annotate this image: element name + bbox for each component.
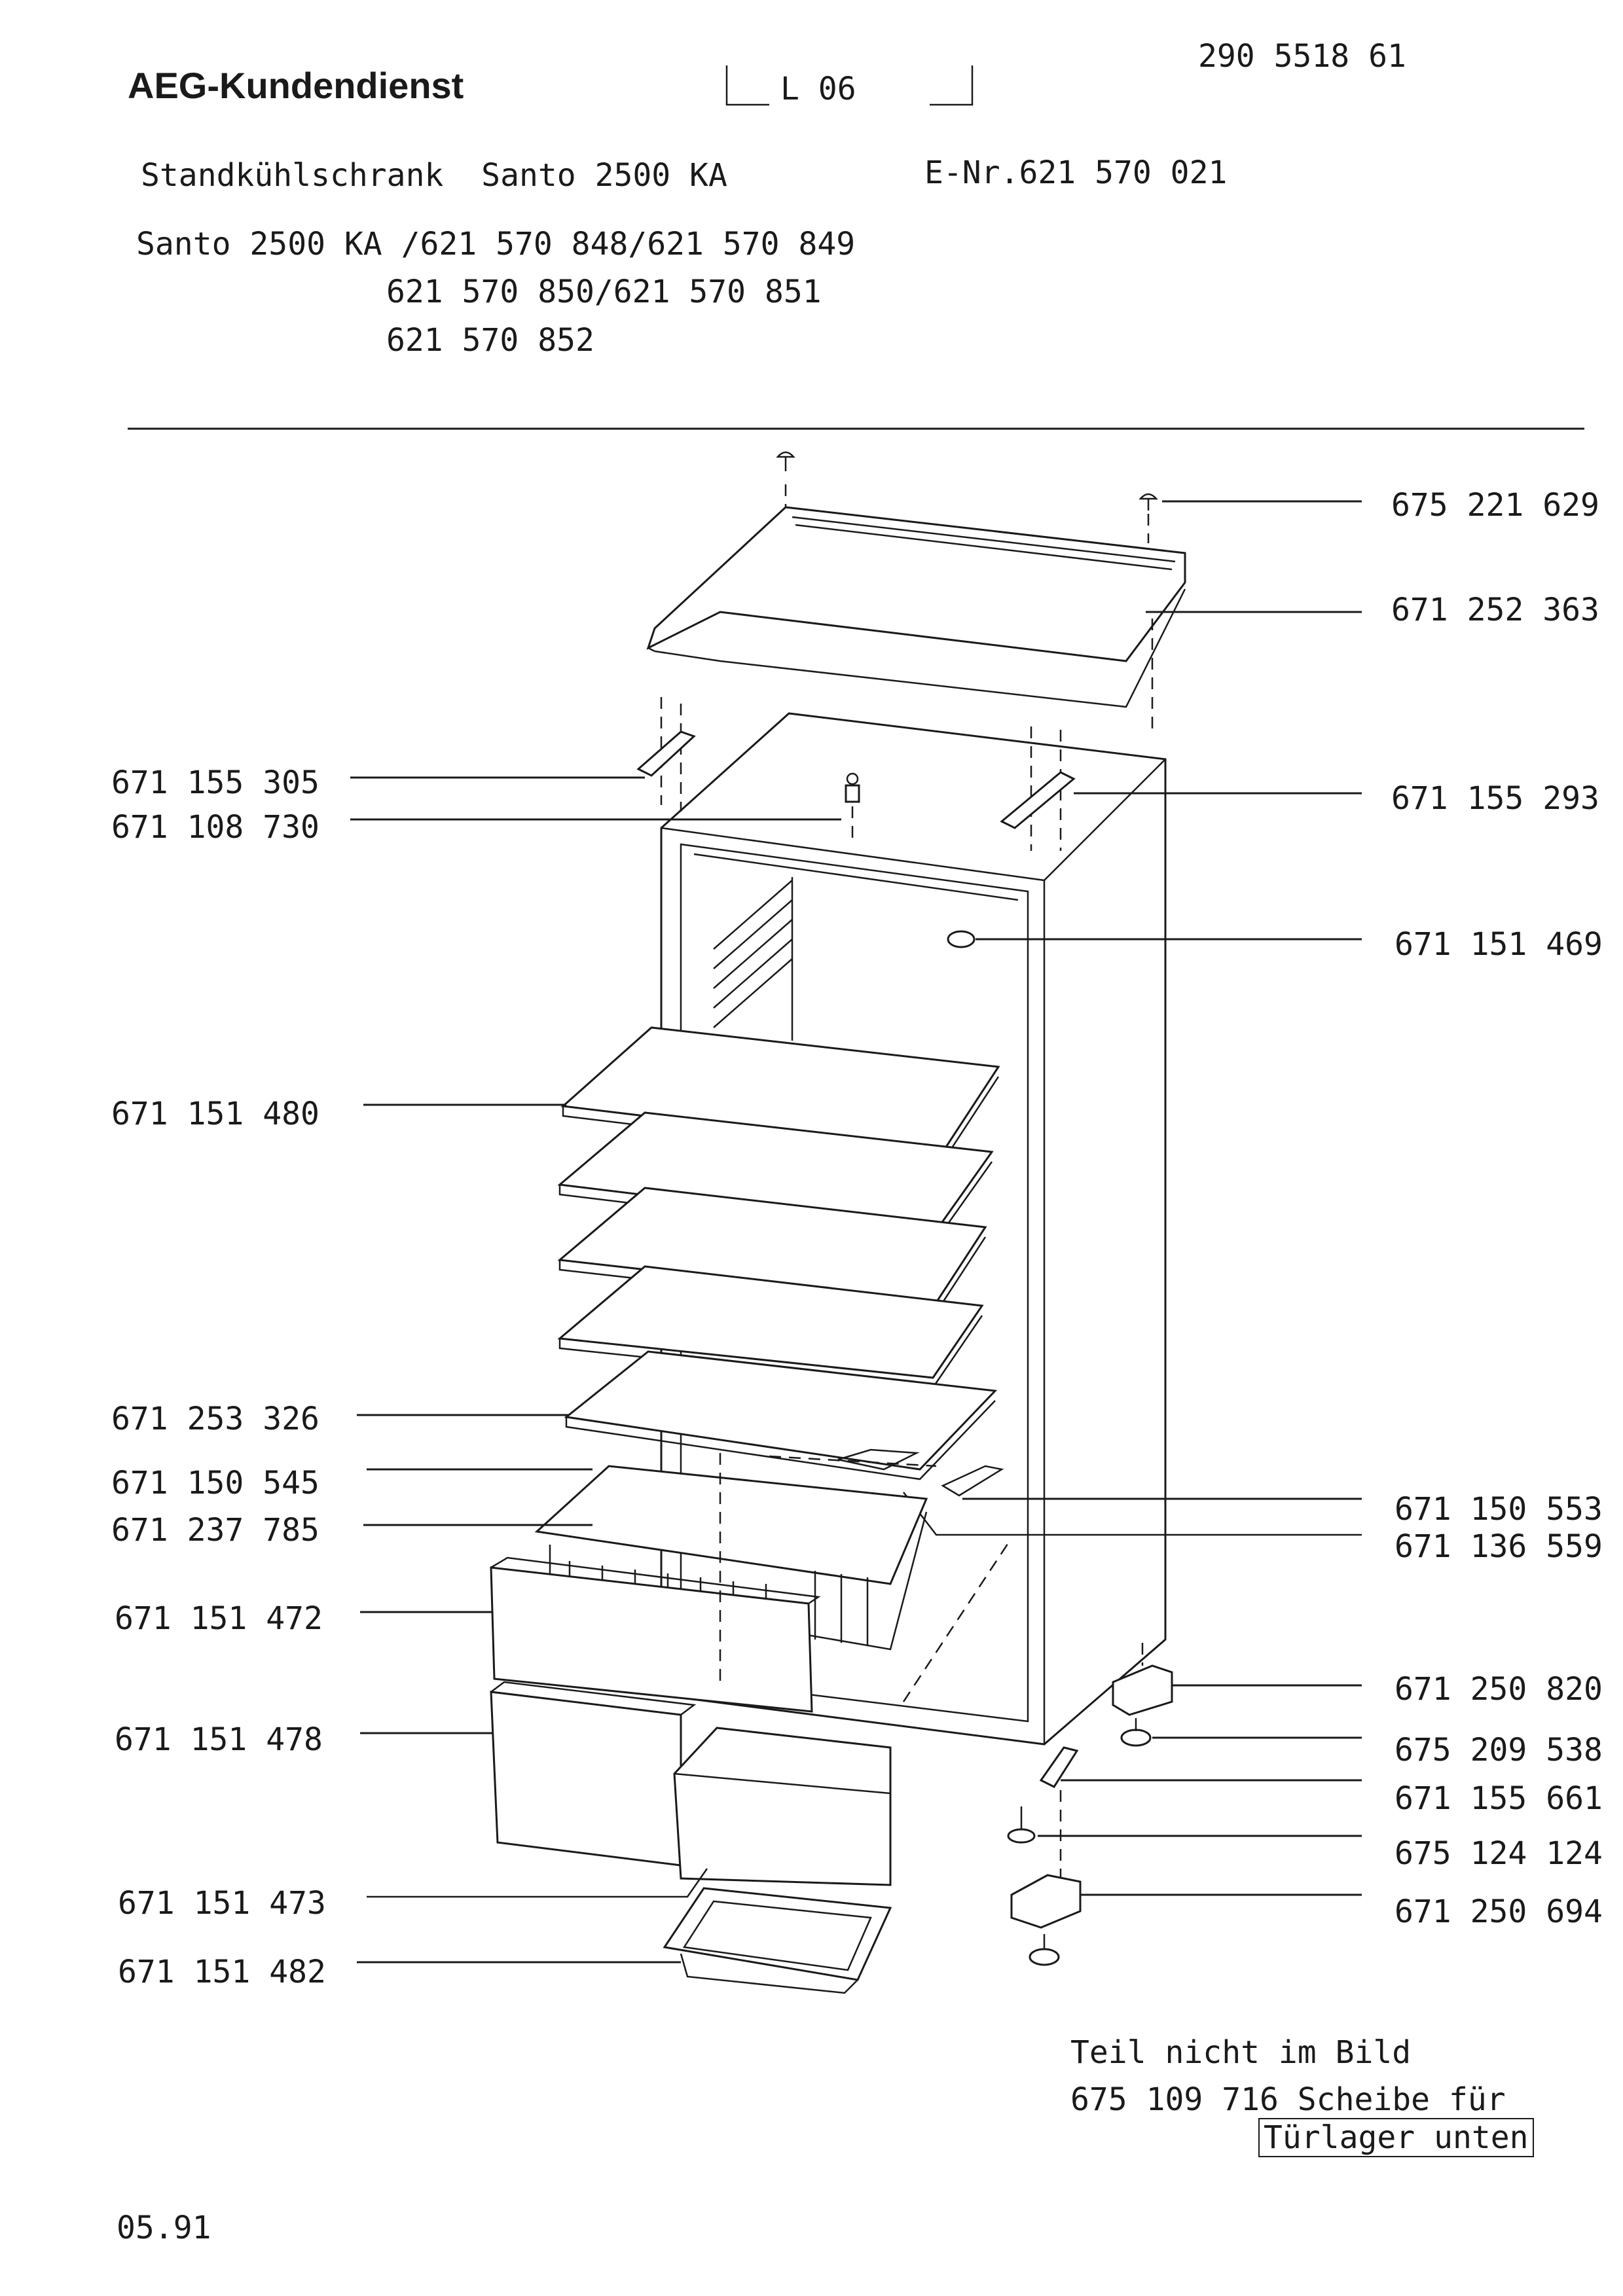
top-cover xyxy=(646,506,1186,708)
shelf-support xyxy=(837,1448,920,1471)
part-number-left: 671 237 785 xyxy=(111,1512,319,1549)
footer-date: 05.91 xyxy=(117,2210,211,2246)
part-number-left: 671 151 482 xyxy=(118,1954,326,1990)
note-line-1: 675 109 716 Scheibe für xyxy=(1070,2081,1506,2118)
adjustable-foot xyxy=(1029,1934,1060,1966)
brand-title: AEG-Kundendienst xyxy=(128,65,464,106)
door-stop-pin xyxy=(845,772,860,803)
part-number-left: 671 108 730 xyxy=(111,809,319,846)
hinge-plate xyxy=(636,730,696,777)
part-number-right: 675 124 124 xyxy=(1395,1835,1603,1872)
thermostat-knob xyxy=(947,930,976,948)
adjustable-foot xyxy=(1120,1718,1152,1747)
hinge-pin xyxy=(1007,1806,1036,1844)
part-number-left: 671 151 478 xyxy=(115,1721,323,1758)
part-number-right: 671 136 559 xyxy=(1395,1528,1603,1565)
product-line: Standkühlschrank Santo 2500 KA xyxy=(141,157,727,194)
part-number-right: 671 155 661 xyxy=(1395,1780,1603,1817)
part-number-right: 671 151 469 xyxy=(1395,926,1603,963)
note-heading: Teil nicht im Bild xyxy=(1070,2034,1412,2071)
hinge-plate xyxy=(1039,1746,1079,1788)
part-number-right: 671 252 363 xyxy=(1391,592,1599,628)
lower-hinge-bracket xyxy=(1010,1874,1082,1929)
part-number-left: 671 151 473 xyxy=(118,1885,326,1922)
drip-tray xyxy=(663,1887,892,1994)
part-number-right: 675 221 629 xyxy=(1391,487,1599,524)
e-number: E-Nr.621 570 021 xyxy=(924,154,1228,191)
variant-line-1: Santo 2500 KA /621 570 848/621 570 849 xyxy=(136,226,856,262)
part-number-right: 671 250 820 xyxy=(1395,1671,1603,1708)
vegetable-drawer xyxy=(490,1681,697,1867)
part-number-right: 671 150 553 xyxy=(1395,1491,1603,1528)
document-number: 290 5518 61 xyxy=(1198,38,1406,75)
screw-icon xyxy=(1139,493,1158,511)
part-number-right: 671 250 694 xyxy=(1395,1893,1603,1930)
crisper-cover xyxy=(490,1556,821,1713)
variant-line-3: 621 570 852 xyxy=(386,322,594,359)
glass-shelf xyxy=(564,1350,998,1480)
note-line-2: Türlager unten xyxy=(1258,2118,1534,2157)
bracket xyxy=(941,1465,1004,1497)
wire-basket xyxy=(534,1465,928,1651)
section-code: L 06 xyxy=(780,71,856,107)
part-number-left: 671 155 305 xyxy=(111,764,319,801)
section-bracket-right xyxy=(930,65,974,106)
hinge-block xyxy=(1112,1664,1173,1716)
section-bracket-left xyxy=(725,65,769,106)
screw-icon xyxy=(776,451,795,471)
part-number-left: 671 151 480 xyxy=(111,1096,319,1132)
part-number-left: 671 151 472 xyxy=(115,1600,323,1637)
hinge-plate xyxy=(1000,771,1076,829)
part-number-right: 671 155 293 xyxy=(1391,780,1599,817)
part-number-right: 675 209 538 xyxy=(1395,1732,1603,1768)
part-number-left: 671 253 326 xyxy=(111,1401,319,1437)
part-number-left: 671 150 545 xyxy=(111,1465,319,1501)
evaporator-fins xyxy=(713,877,793,1041)
vegetable-drawer xyxy=(673,1727,892,1886)
variant-line-2: 621 570 850/621 570 851 xyxy=(386,274,822,310)
